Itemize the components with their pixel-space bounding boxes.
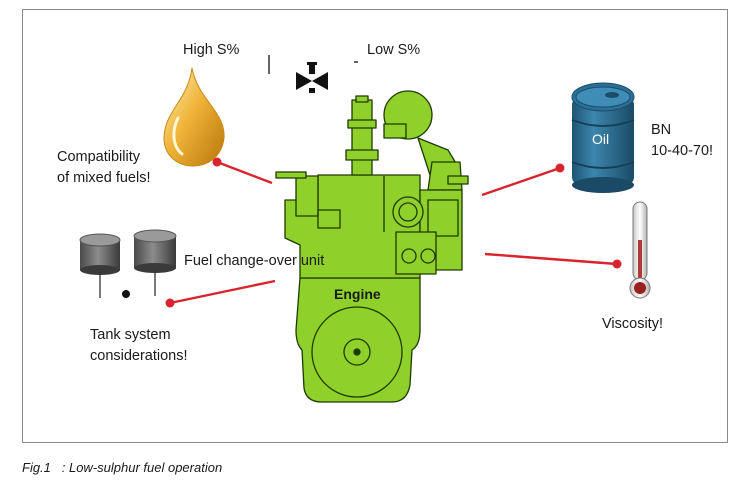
oil-barrel-icon — [571, 82, 635, 193]
tank-system-label-line1: Tank system — [90, 327, 171, 343]
thermometer-icon — [629, 201, 651, 299]
compatibility-label-line2: of mixed fuels! — [57, 170, 151, 186]
high-sulphur-label: High S% — [183, 42, 240, 58]
engine-label: Engine — [334, 286, 381, 302]
low-sulphur-label: Low S% — [367, 42, 421, 58]
valve-icon — [268, 55, 358, 93]
tank-valve-dot — [122, 290, 130, 298]
tank-icon-2 — [133, 229, 177, 296]
fuel-drop-icon — [163, 67, 225, 167]
engine-illustration — [275, 90, 469, 403]
bn-label-line2: 10-40-70! — [651, 143, 714, 159]
viscosity-label: Viscosity! — [602, 316, 663, 332]
oil-label: Oil — [592, 131, 610, 147]
figure-caption: Fig.1 : Low-sulphur fuel operation — [22, 460, 222, 475]
fuel-changeover-label: Fuel change-over unit — [184, 253, 325, 269]
connector-lines — [165, 157, 622, 308]
caption-text: : Low-sulphur fuel operation — [50, 460, 223, 475]
bn-label-line1: BN — [651, 122, 672, 138]
figure-frame — [22, 9, 728, 443]
tank-system-label-line2: considerations! — [90, 348, 188, 364]
tank-icon — [79, 233, 121, 298]
compatibility-label-line1: Compatibility — [57, 149, 140, 165]
caption-fig-number: Fig.1 — [22, 460, 51, 475]
